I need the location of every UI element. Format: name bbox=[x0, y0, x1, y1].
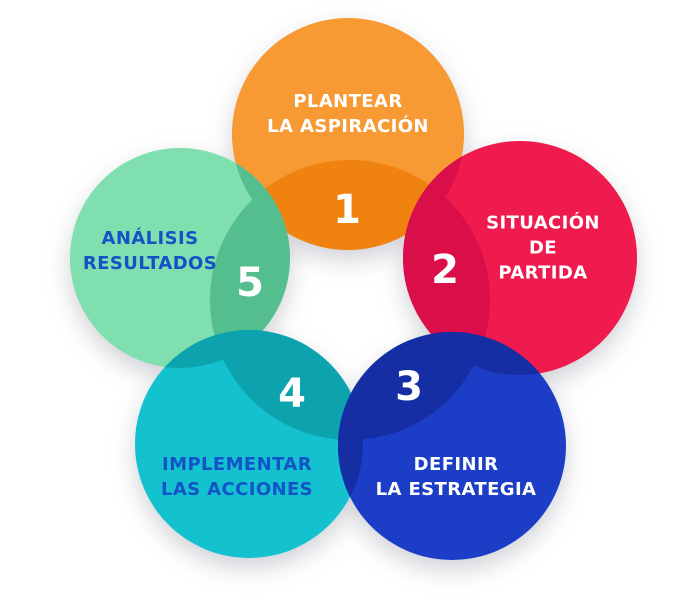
step-label-2-line-2: DE bbox=[528, 237, 558, 259]
step-number-4: 4 bbox=[278, 371, 306, 417]
step-label-5: ANÁLISIS RESULTADOS bbox=[83, 226, 217, 276]
circle-step-3-inner-lens bbox=[338, 332, 490, 440]
step-label-2: SITUACIÓN DE PARTIDA bbox=[486, 211, 600, 286]
step-label-5-line-2: RESULTADOS bbox=[82, 253, 218, 274]
step-label-1: PLANTEAR LA ASPIRACIÓN bbox=[267, 89, 429, 139]
circle-step-1-inner-lens bbox=[232, 160, 464, 250]
step-label-4-line-2: LAS ACCIONES bbox=[160, 479, 314, 500]
step-number-5: 5 bbox=[236, 260, 264, 306]
step-number-2: 2 bbox=[431, 247, 459, 293]
circle-step-4-inner-lens bbox=[210, 330, 363, 440]
step-label-1-line-1: PLANTEAR bbox=[293, 91, 403, 112]
step-label-3-line-1: DEFINIR bbox=[413, 454, 499, 475]
step-label-3: DEFINIR LA ESTRATEGIA bbox=[376, 452, 537, 502]
step-label-4-line-1: IMPLEMENTAR bbox=[162, 454, 312, 475]
step-label-3-line-2: LA ESTRATEGIA bbox=[375, 479, 537, 500]
step-label-5-line-1: ANÁLISIS bbox=[101, 228, 199, 249]
step-label-4: IMPLEMENTAR LAS ACCIONES bbox=[161, 452, 313, 502]
step-number-3: 3 bbox=[395, 364, 423, 410]
step-label-2-line-3: PARTIDA bbox=[498, 262, 588, 284]
step-label-2-line-1: SITUACIÓN bbox=[486, 212, 600, 234]
step-number-1: 1 bbox=[333, 187, 361, 233]
step-label-1-line-2: LA ASPIRACIÓN bbox=[267, 116, 429, 137]
